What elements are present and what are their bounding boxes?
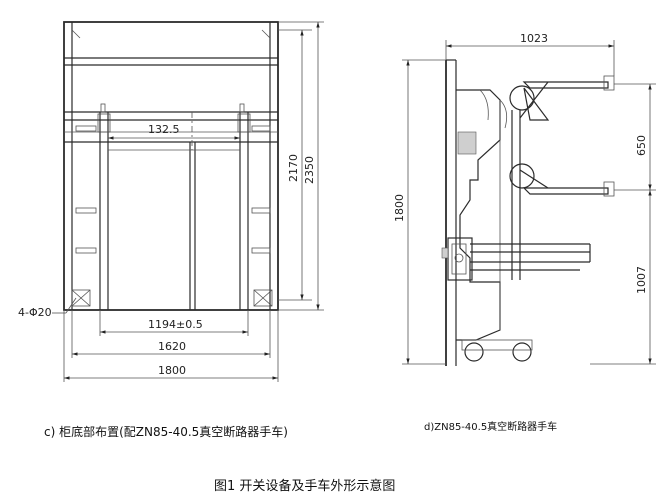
dim-hole: 4-Φ20 (18, 306, 52, 319)
right-dimensions: 1023 1800 650 1007 (393, 32, 656, 365)
dim-650: 650 (635, 135, 648, 156)
dim-2350: 2350 (303, 156, 316, 184)
figure-title: 图1 开关设备及手车外形示意图 (214, 478, 395, 494)
dim-1800-right: 1800 (393, 194, 406, 222)
right-caption: d)ZN85-40.5真空断路器手车 (424, 420, 557, 433)
dim-2170: 2170 (287, 154, 300, 182)
cabinet-front-view (63, 21, 279, 311)
dim-1007: 1007 (635, 266, 648, 294)
left-dimensions: 132.5 2170 2350 4-Φ20 1194±0.5 1620 1800 (18, 21, 324, 382)
dim-1800-left: 1800 (158, 364, 186, 377)
dim-132-5: 132.5 (148, 123, 180, 136)
left-caption: c) 柜底部布置(配ZN85-40.5真空断路器手车) (44, 424, 288, 439)
dim-1023: 1023 (520, 32, 548, 45)
dim-1620: 1620 (158, 340, 186, 353)
dim-1194: 1194±0.5 (148, 318, 203, 331)
cabinet-outline (63, 21, 279, 311)
breaker-truck-side-view (441, 59, 615, 366)
